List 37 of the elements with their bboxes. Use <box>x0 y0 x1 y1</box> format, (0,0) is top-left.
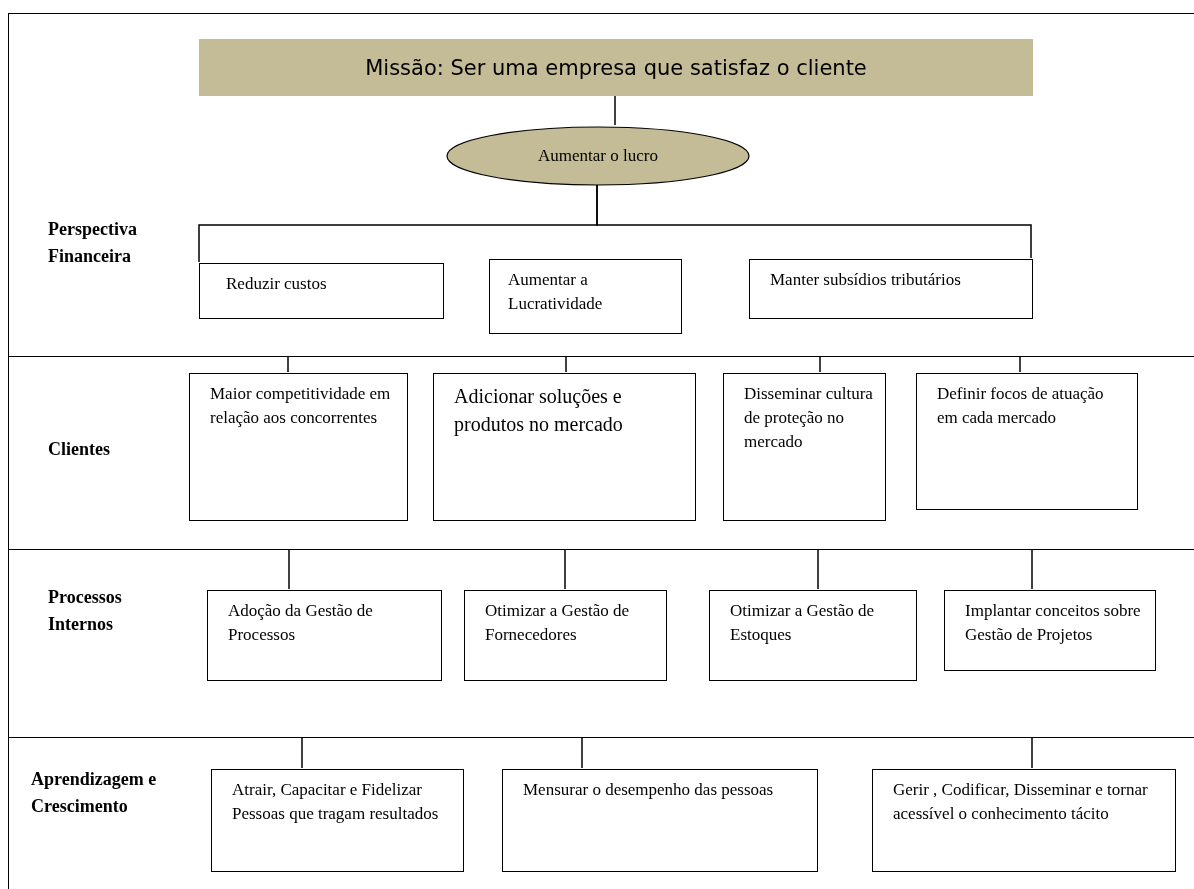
objective-box: Implantar conceitos sobre Gestão de Projetos <box>944 590 1156 671</box>
mission-banner: Missão: Ser uma empresa que satisfaz o cliente <box>199 39 1033 96</box>
objective-ellipse: Aumentar o lucro <box>446 126 750 186</box>
objective-box: Definir focos de atuação em cada mercado <box>916 373 1138 510</box>
connector-line <box>1031 736 1033 769</box>
objective-box: Aumentar a Lucratividade <box>489 259 682 334</box>
connector-line <box>817 548 819 590</box>
objective-box: Adoção da Gestão de Processos <box>207 590 442 681</box>
band-title: Clientes <box>48 438 111 461</box>
connector-line <box>301 736 303 769</box>
connector-line <box>596 184 1032 259</box>
band-title: Aprendizagem e Crescimento <box>31 768 158 818</box>
objective-box: Reduzir custos <box>199 263 444 319</box>
connector-line <box>1031 548 1033 590</box>
objective-box: Otimizar a Gestão de Fornecedores <box>464 590 667 681</box>
band-title: Processos Internos <box>48 586 123 636</box>
objective-box: Disseminar cultura de proteção no mercado <box>723 373 886 521</box>
objective-box: Manter subsídios tributários <box>749 259 1033 319</box>
connector-line <box>287 355 289 373</box>
band-panel <box>8 549 1194 737</box>
objective-box: Adicionar soluções e produtos no mercado <box>433 373 696 521</box>
band-title: Perspectiva Financeira <box>48 218 138 268</box>
connector-line <box>564 548 566 590</box>
connector-line <box>614 94 616 126</box>
band-panel <box>8 356 1194 549</box>
objective-box: Otimizar a Gestão de Estoques <box>709 590 917 681</box>
connector-line <box>1019 355 1021 373</box>
objective-box: Mensurar o desempenho das pessoas <box>502 769 818 872</box>
connector-line <box>581 736 583 769</box>
connector-line <box>288 548 290 590</box>
connector-line <box>819 355 821 373</box>
connector-line <box>565 355 567 373</box>
objective-box: Gerir , Codificar, Disseminar e tornar acessível o conhecimento tácito <box>872 769 1176 872</box>
objective-box: Maior competitividade em relação aos concorrentes <box>189 373 408 521</box>
objective-box: Atrair, Capacitar e Fidelizar Pessoas que tragam resultados <box>211 769 464 872</box>
band-panel <box>8 13 1194 356</box>
band-panel <box>8 737 1194 889</box>
